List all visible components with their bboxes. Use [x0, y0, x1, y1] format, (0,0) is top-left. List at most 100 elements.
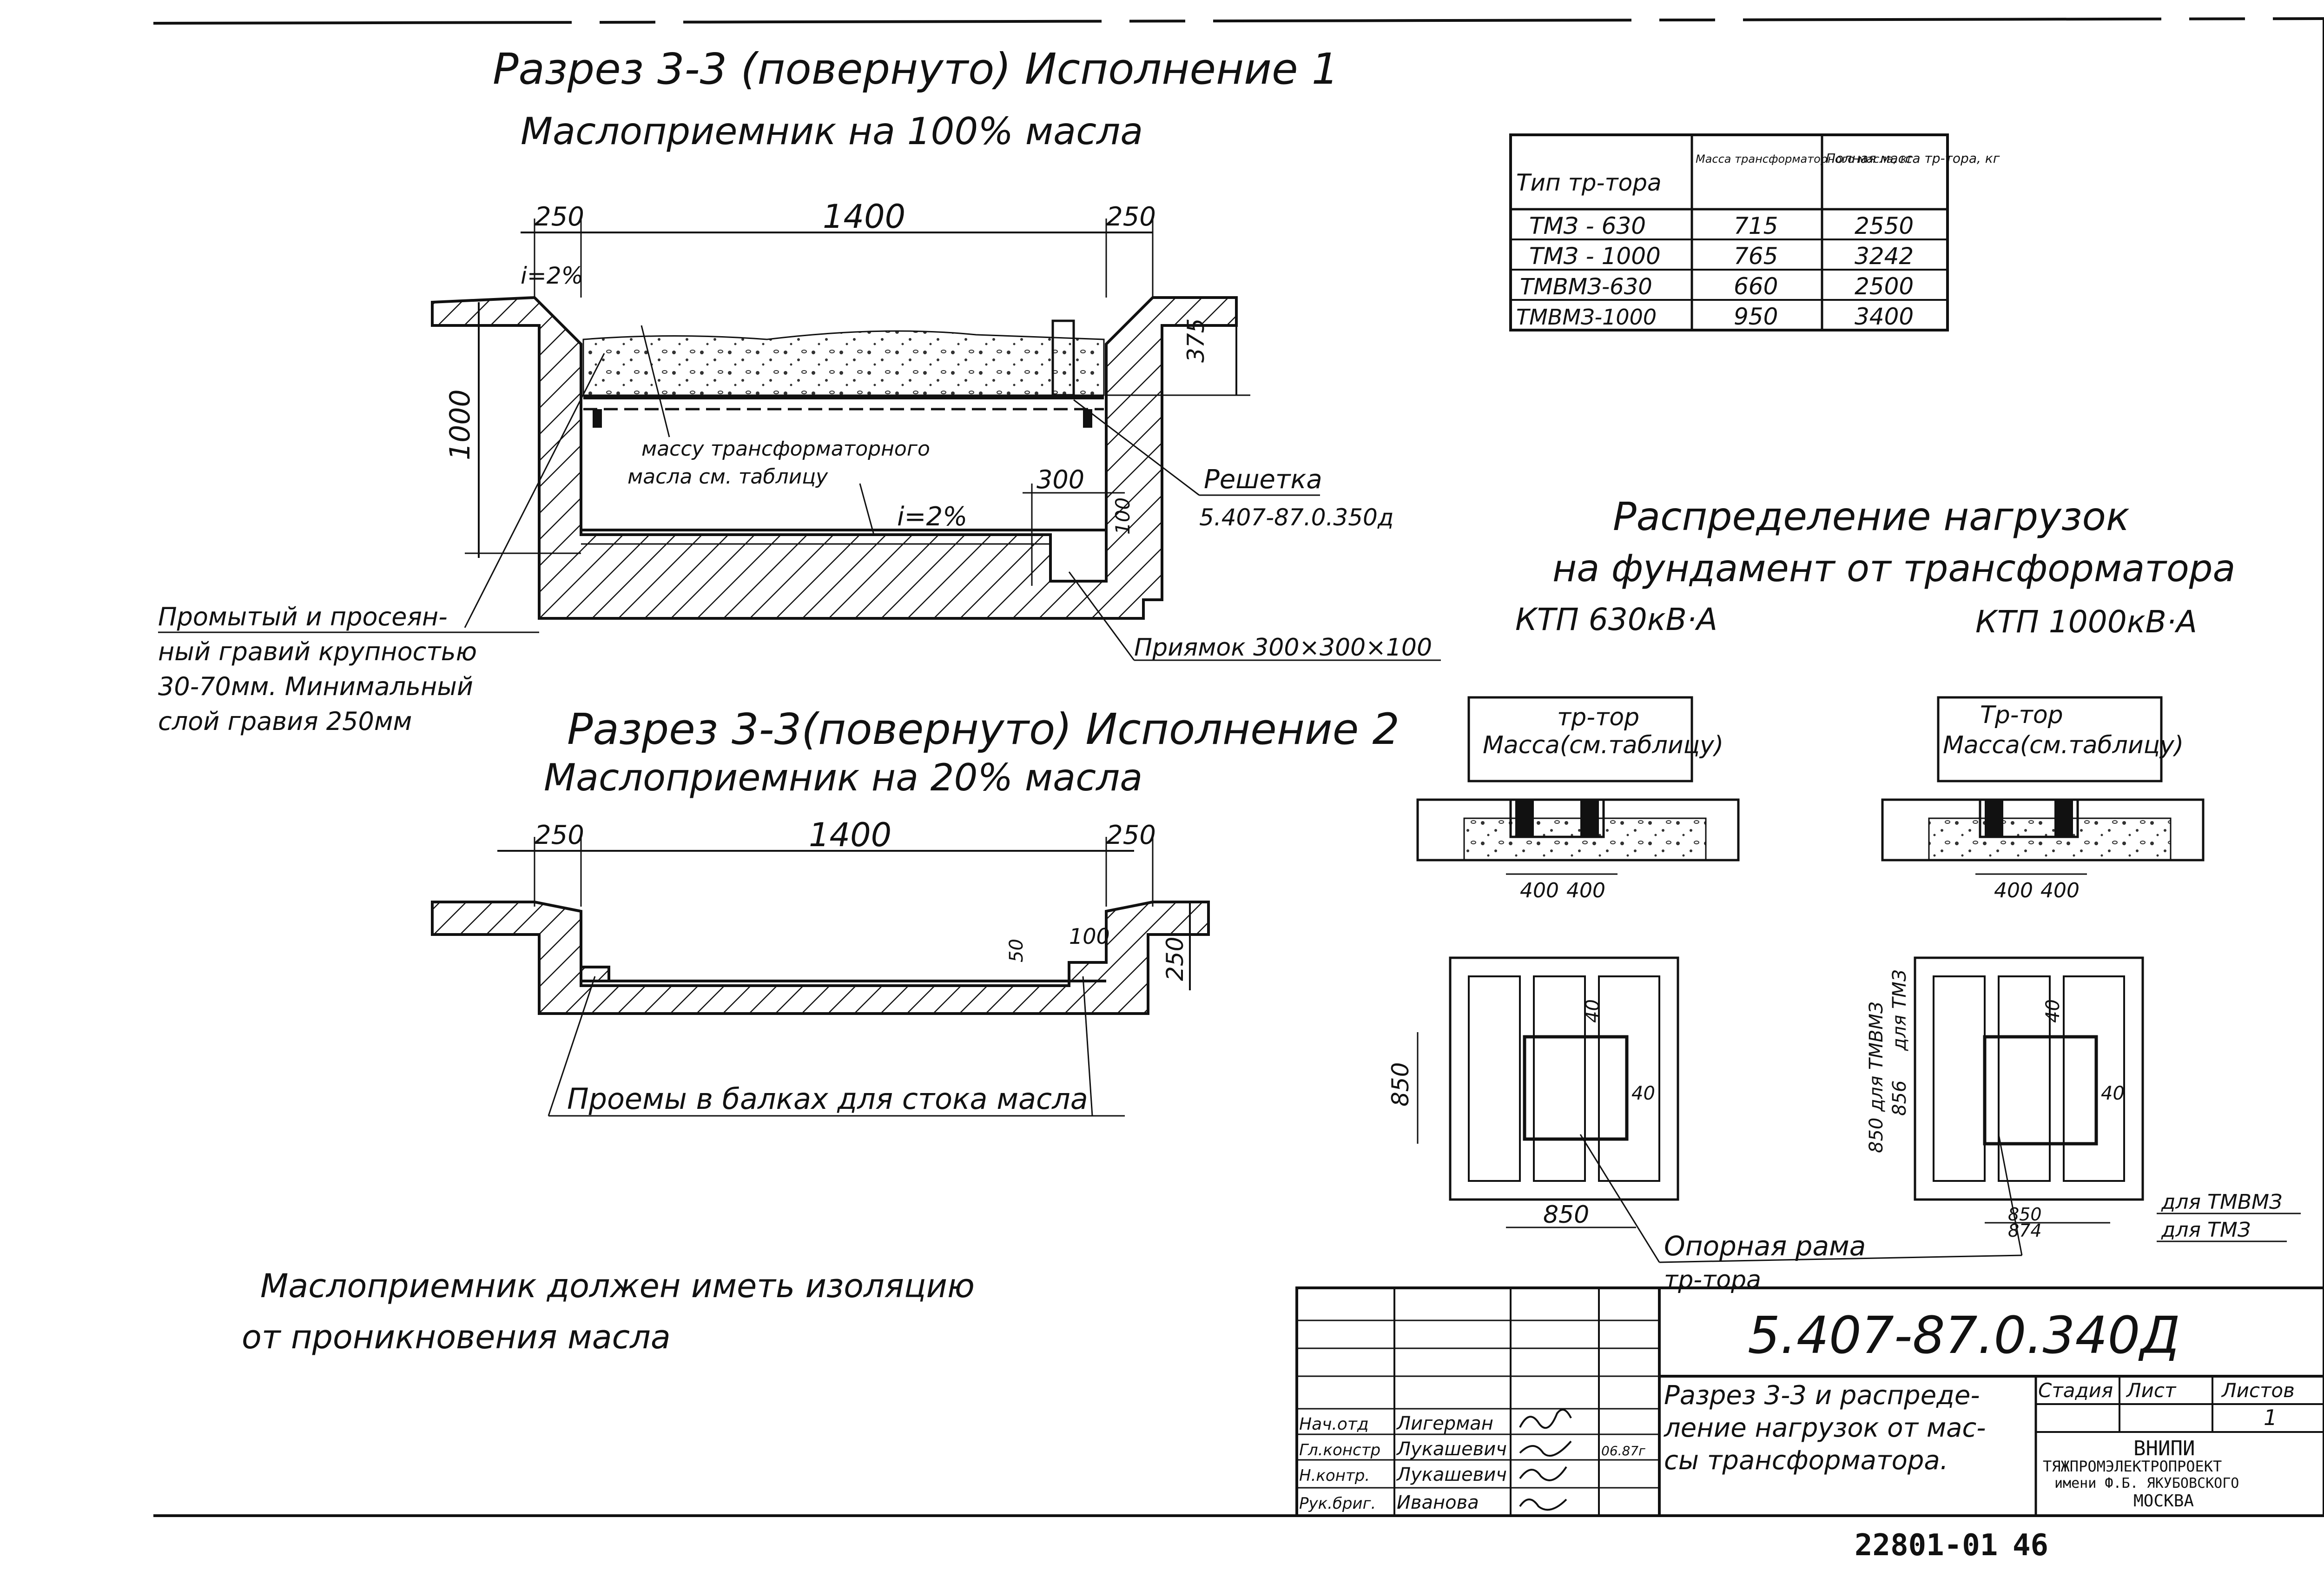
- section2-dim-center: 1400: [809, 816, 891, 854]
- section1-height-dimension: 1000 375: [444, 298, 1250, 558]
- frame-label-line2: тр-тора: [1664, 1266, 1761, 1294]
- ktp630-plan: 850 850 40 40: [1387, 956, 1679, 1229]
- ktp1000-dim-856: 856: [1889, 1081, 1910, 1116]
- section1-slope-bottom: i=2%: [897, 502, 967, 532]
- archive-number: 22801-01: [1855, 1528, 1998, 1563]
- ktp630-dim-40-top: 40: [1582, 999, 1604, 1023]
- description-line3: сы трансформатора.: [1664, 1445, 1948, 1476]
- section1-title-line1: Разрез 3-3 (повернуто) Исполнение 1: [493, 44, 1339, 94]
- section2-side-dimensions: 50 100 250: [1006, 902, 1191, 990]
- table-row-3-total: 2500: [1855, 273, 1914, 300]
- loads-ktp630: КТП 630кВ·А: [1515, 602, 1717, 637]
- section1-pit-label: Приямок 300×300×100: [1134, 634, 1432, 662]
- ktp630-dim-850-vertical: 850: [1387, 1062, 1414, 1107]
- table-row-3-oil: 660: [1734, 273, 1778, 300]
- section1-oil-note-line1: массу трансформаторного: [641, 437, 930, 461]
- table-row-2-type: ТМЗ - 1000: [1529, 243, 1661, 270]
- gravel-note-line2: ный гравий крупностью: [158, 637, 477, 666]
- ktp630-tr-label: тр-тор: [1557, 703, 1639, 731]
- loads-title-line2: на фундамент от трансформатора: [1552, 547, 2236, 590]
- table-row-1-oil: 715: [1734, 212, 1778, 239]
- ktp630-tr-mass: Масса(см.таблицу): [1483, 731, 1723, 759]
- name-4: Иванова: [1397, 1492, 1479, 1513]
- section1-grate-label: Решетка: [1204, 464, 1322, 495]
- section2-title-line1: Разрез 3-3(повернуто) Исполнение 2: [567, 704, 1400, 754]
- table-row-1-type: ТМЗ - 630: [1529, 212, 1646, 239]
- section1-dim-right: 250: [1106, 202, 1156, 232]
- role-4: Рук.бриг.: [1299, 1494, 1376, 1513]
- doc-number: 5.407-87.0.340Д: [1748, 1306, 2180, 1365]
- label-tmvmz: для ТМВМЗ: [2161, 1190, 2282, 1214]
- section1-oil-note-line2: масла см. таблицу: [627, 465, 828, 489]
- role-2: Гл.констр: [1299, 1441, 1380, 1459]
- section2-dim-250: 250: [1162, 937, 1188, 981]
- ktp1000-dim-40-side: 40: [2101, 1083, 2125, 1104]
- stage-header: Стадия: [2038, 1379, 2113, 1402]
- section-1: Разрез 3-3 (повернуто) Исполнение 1 Масл…: [431, 44, 1441, 662]
- section1-grate-ref: 5.407-87.0.350д: [1199, 504, 1393, 531]
- ktp1000-dim-400-left: 400: [1994, 879, 2033, 902]
- sheets-value: 1: [2264, 1405, 2277, 1430]
- section-2: Разрез 3-3(повернуто) Исполнение 2 Масло…: [431, 704, 1400, 1117]
- gravel-note: Промытый и просеян- ный гравий крупность…: [158, 353, 605, 736]
- gravel-note-line3: 30-70мм. Минимальный: [158, 672, 473, 701]
- isolation-note: Маслоприемник должен иметь изоляцию от п…: [242, 1267, 975, 1356]
- table-row-2-total: 3242: [1855, 243, 1914, 270]
- ktp1000-tr-label: Тр-тор: [1980, 701, 2063, 729]
- title-block: 5.407-87.0.340Д Разрез 3-3 и распреде- л…: [1295, 1286, 2324, 1517]
- name-1: Лигерман: [1396, 1413, 1493, 1434]
- ktp1000-dim-tmz: для ТМЗ: [1889, 969, 1910, 1051]
- table-header-type: Тип тр-тора: [1516, 169, 1662, 196]
- ktp630-dim-40-side: 40: [1631, 1083, 1655, 1104]
- section1-slope-top: i=2%: [521, 262, 583, 289]
- sheets-header: Листов: [2221, 1379, 2295, 1402]
- load-distribution: Распределение нагрузок на фундамент от т…: [1387, 494, 2301, 1294]
- section2-openings-label: Проемы в балках для стока масла: [567, 1082, 1088, 1116]
- frame-label-line1: Опорная рама: [1664, 1230, 1866, 1262]
- label-tmz: для ТМЗ: [2161, 1218, 2251, 1242]
- isolation-note-line2: от проникновения масла: [242, 1318, 671, 1356]
- section1-pit-dimension: 300 100 i=2%: [897, 465, 1134, 586]
- loads-title-line1: Распределение нагрузок: [1613, 494, 2130, 539]
- section1-top-dimension: 250 1400 250 i=2%: [521, 198, 1156, 298]
- name-3: Лукашевич: [1396, 1464, 1507, 1485]
- table-row-2-oil: 765: [1734, 243, 1778, 270]
- ktp630-dim-400-left: 400: [1520, 879, 1559, 902]
- org-line4: МОСКВА: [2133, 1492, 2194, 1511]
- section1-dim-375: 375: [1182, 318, 1209, 363]
- section2-title-line2: Маслоприемник на 20% масла: [544, 756, 1142, 799]
- section2-dim-left: 250: [535, 820, 584, 850]
- role-1: Нач.отд: [1299, 1415, 1369, 1434]
- table-row-4-oil: 950: [1734, 303, 1778, 330]
- section1-dim-height: 1000: [444, 389, 476, 460]
- org-line3: имени Ф.Б. ЯКУБОВСКОГО: [2054, 1475, 2239, 1492]
- ktp630-elevation: тр-тор Масса(см.таблицу) 400 400: [1416, 696, 1740, 902]
- table-row-4-total: 3400: [1855, 303, 1914, 330]
- footer: 22801-01 46: [1855, 1528, 2048, 1563]
- loads-ktp1000: КТП 1000кВ·А: [1975, 604, 2197, 640]
- ktp1000-tr-mass: Масса(см.таблицу): [1943, 731, 2184, 759]
- table-header-oil-mass: Масса трансформаторного масла, кг: [1696, 152, 1913, 166]
- section2-dim-50: 50: [1006, 939, 1027, 962]
- section1-dim-100: 100: [1111, 497, 1134, 535]
- table-header-total-mass: Полная масса тр-тора, кг: [1826, 151, 2000, 166]
- ktp630-dim-400-right: 400: [1566, 879, 1605, 902]
- section1-grate: [583, 319, 1104, 428]
- gravel-note-line1: Промытый и просеян-: [158, 602, 448, 631]
- transformer-table: Тип тр-тора Масса трансформаторного масл…: [1509, 133, 2000, 331]
- section2-dim-100: 100: [1069, 924, 1110, 949]
- approval-date: 06.87г: [1601, 1443, 1645, 1458]
- sheet-header: Лист: [2126, 1379, 2177, 1402]
- section1-dim-center: 1400: [823, 198, 905, 236]
- section2-concrete-body: [431, 901, 1210, 1015]
- ktp1000-dim-400-right: 400: [2040, 879, 2080, 902]
- section2-dim-right: 250: [1106, 820, 1156, 850]
- ktp1000-dim-40-top: 40: [2042, 999, 2064, 1023]
- section1-gravel-layer: [582, 330, 1105, 396]
- ktp1000-dim-874: 874: [2008, 1220, 2042, 1241]
- isolation-note-line1: Маслоприемник должен иметь изоляцию: [260, 1267, 975, 1305]
- table-row-4-type: ТМВМЗ-1000: [1516, 305, 1657, 330]
- signatures: [1519, 1409, 1572, 1511]
- section1-title-line2: Маслоприемник на 100% масла: [521, 110, 1143, 153]
